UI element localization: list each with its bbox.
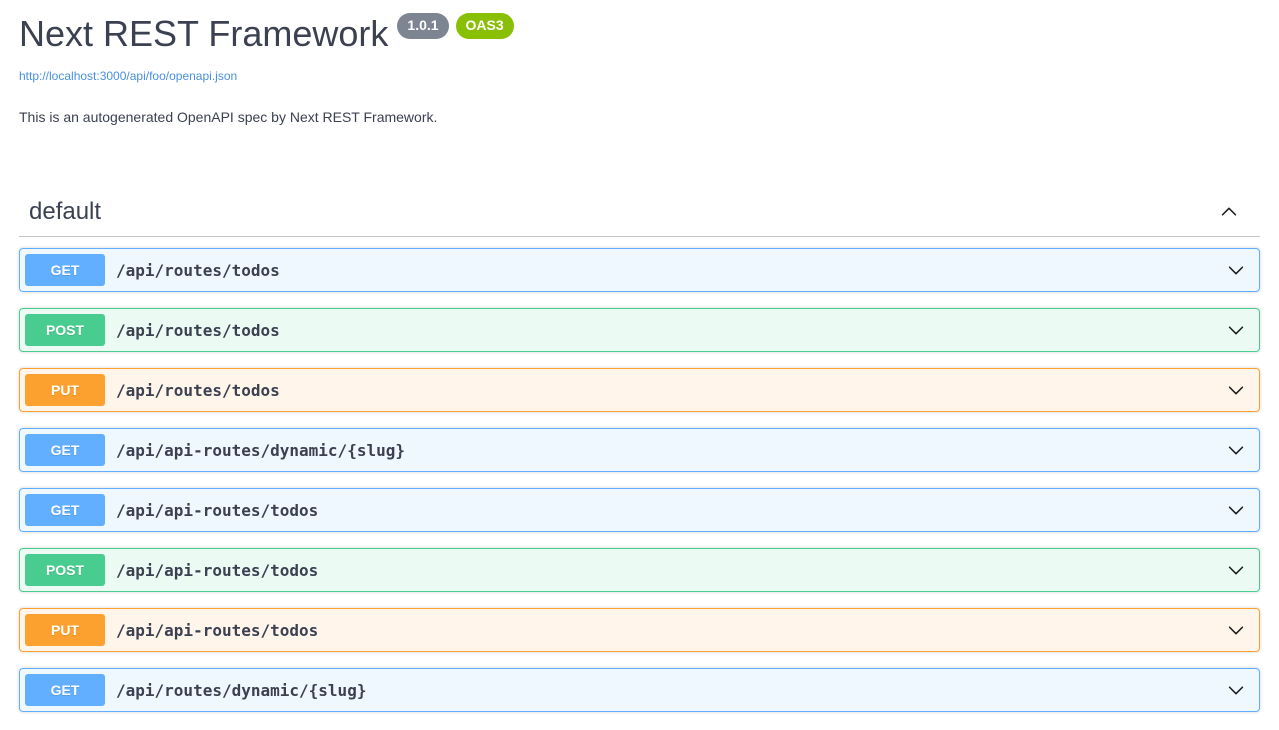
chevron-down-icon (1228, 626, 1244, 635)
api-title-text: Next REST Framework (19, 13, 389, 54)
expand-operation-button[interactable] (1225, 319, 1247, 341)
http-method-badge: GET (25, 494, 105, 527)
http-method-badge: POST (25, 554, 105, 587)
expand-operation-button[interactable] (1225, 379, 1247, 401)
api-description: This is an autogenerated OpenAPI spec by… (19, 109, 438, 126)
endpoint-path: /api/api-routes/todos (116, 560, 319, 580)
chevron-down-icon (1228, 446, 1244, 455)
chevron-up-icon (1221, 207, 1237, 216)
http-method-badge: GET (25, 674, 105, 707)
operation-row[interactable]: GET /api/routes/dynamic/{slug} (19, 668, 1260, 713)
expand-operation-button[interactable] (1225, 679, 1247, 701)
http-method-badge: POST (25, 314, 105, 347)
endpoint-path: /api/routes/dynamic/{slug} (116, 680, 367, 700)
operation-row[interactable]: PUT /api/api-routes/todos (19, 608, 1260, 653)
operation-row[interactable]: PUT /api/routes/todos (19, 368, 1260, 413)
http-method-badge: PUT (25, 614, 105, 647)
operation-row[interactable]: GET /api/api-routes/todos (19, 488, 1260, 533)
api-info: Next REST Framework 1.0.1 OAS3 http://lo… (19, 12, 1260, 125)
chevron-down-icon (1228, 386, 1244, 395)
operation-row[interactable]: GET /api/routes/todos (19, 248, 1260, 293)
version-badge: 1.0.1 (397, 13, 449, 39)
tag-name: default (29, 198, 102, 226)
chevron-down-icon (1228, 326, 1244, 335)
http-method-badge: GET (25, 434, 105, 467)
spec-url-link[interactable]: http://localhost:3000/api/foo/openapi.js… (19, 69, 238, 84)
endpoint-path: /api/api-routes/todos (116, 500, 319, 520)
chevron-down-icon (1228, 266, 1244, 275)
page-title: Next REST Framework 1.0.1 OAS3 (19, 12, 1260, 55)
operation-row[interactable]: GET /api/api-routes/dynamic/{slug} (19, 428, 1260, 473)
expand-operation-button[interactable] (1225, 559, 1247, 581)
chevron-down-icon (1228, 686, 1244, 695)
expand-operation-button[interactable] (1225, 259, 1247, 281)
tag-section-header[interactable]: default (19, 188, 1260, 238)
operation-row[interactable]: POST /api/api-routes/todos (19, 548, 1260, 593)
endpoint-path: /api/api-routes/dynamic/{slug} (116, 440, 405, 460)
http-method-badge: GET (25, 254, 105, 287)
endpoint-path: /api/routes/todos (116, 260, 280, 280)
chevron-down-icon (1228, 566, 1244, 575)
endpoint-path: /api/api-routes/todos (116, 620, 319, 640)
expand-operation-button[interactable] (1225, 499, 1247, 521)
endpoint-path: /api/routes/todos (116, 320, 280, 340)
endpoint-path: /api/routes/todos (116, 380, 280, 400)
swagger-ui-page: Next REST Framework 1.0.1 OAS3 http://lo… (19, 12, 1260, 713)
operations-list: GET /api/routes/todos POST /api/routes/t… (19, 248, 1260, 713)
http-method-badge: PUT (25, 374, 105, 407)
expand-operation-button[interactable] (1225, 619, 1247, 641)
operation-row[interactable]: POST /api/routes/todos (19, 308, 1260, 353)
chevron-down-icon (1228, 506, 1244, 515)
oas3-badge: OAS3 (455, 13, 514, 39)
collapse-section-button[interactable] (1218, 201, 1240, 223)
expand-operation-button[interactable] (1225, 439, 1247, 461)
